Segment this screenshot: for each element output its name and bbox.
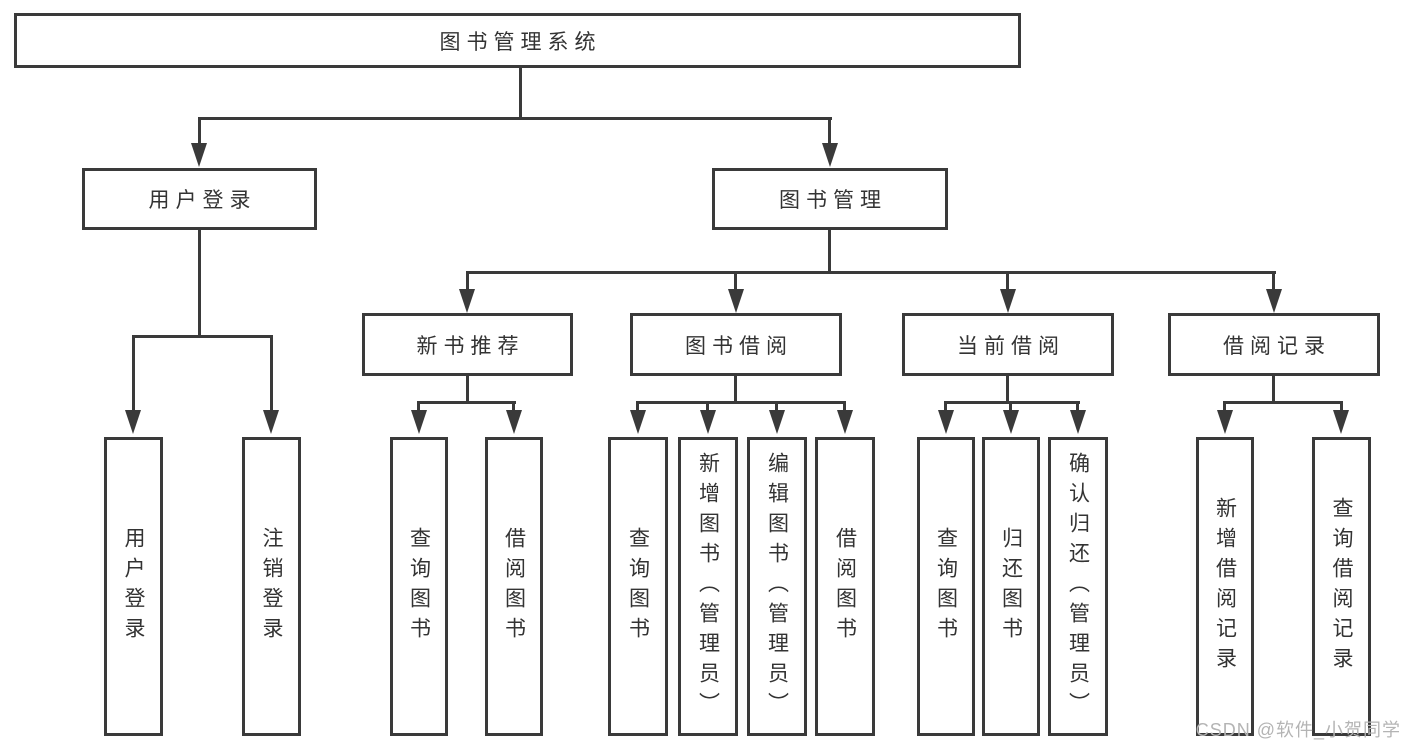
watermark: CSDN @软件_小贺同学 [1195, 720, 1401, 740]
node-user-login: 用户登录 [82, 168, 317, 230]
leaf-label: 查询图书 [626, 526, 650, 647]
connector-line [1340, 401, 1343, 412]
connector-line [706, 401, 709, 412]
connector-line [132, 335, 273, 338]
leaf-add-borrow-record: 新增借阅记录 [1196, 437, 1254, 736]
node-borrow-record: 借阅记录 [1168, 313, 1380, 376]
leaf-borrow-book-recommend: 借阅图书 [485, 437, 543, 736]
node-label: 借阅记录 [1223, 334, 1331, 358]
connector-line [417, 401, 420, 412]
connector-line [636, 401, 639, 412]
connector-line [198, 117, 201, 145]
arrow-down-icon [411, 410, 427, 434]
leaf-label: 查询借阅记录 [1330, 496, 1353, 677]
connector-line [828, 117, 831, 145]
leaf-label: 归还图书 [999, 526, 1023, 647]
connector-line [198, 117, 832, 120]
connector-line [512, 401, 515, 412]
leaf-edit-book-admin: 编辑图书（管理员） [747, 437, 807, 736]
node-label: 图书借阅 [685, 334, 793, 358]
node-current-borrow: 当前借阅 [902, 313, 1114, 376]
leaf-query-book-borrow: 查询图书 [608, 437, 668, 736]
node-label: 新书推荐 [416, 334, 525, 358]
arrow-down-icon [837, 410, 853, 434]
connector-line [1223, 401, 1226, 412]
connector-line [636, 401, 846, 404]
connector-line [734, 376, 737, 404]
leaf-label: 借阅图书 [833, 526, 857, 647]
leaf-label: 新增图书（管理员） [696, 451, 720, 722]
arrow-down-icon [630, 410, 646, 434]
connector-line [1223, 401, 1343, 404]
leaf-label: 借阅图书 [502, 526, 526, 647]
arrow-down-icon [1000, 289, 1016, 313]
leaf-query-book-current: 查询图书 [917, 437, 975, 736]
connector-line [828, 230, 831, 273]
connector-line [1272, 376, 1275, 404]
connector-line [1006, 376, 1009, 404]
connector-line [466, 271, 469, 291]
connector-line [466, 376, 469, 404]
node-book-borrow: 图书借阅 [630, 313, 842, 376]
node-label: 图书管理 [779, 189, 887, 212]
arrow-down-icon [938, 410, 954, 434]
connector-line [1009, 401, 1012, 412]
node-label: 当前借阅 [957, 334, 1065, 358]
arrow-down-icon [191, 143, 207, 167]
leaf-label: 注销登录 [260, 526, 283, 647]
leaf-logout: 注销登录 [242, 437, 301, 736]
connector-line [519, 68, 522, 118]
arrow-down-icon [506, 410, 522, 434]
arrow-down-icon [125, 410, 141, 434]
arrow-down-icon [1266, 289, 1282, 313]
connector-line [466, 271, 1276, 274]
node-label: 用户登录 [148, 189, 257, 212]
leaf-add-book-admin: 新增图书（管理员） [678, 437, 738, 736]
leaf-user-login: 用户登录 [104, 437, 163, 736]
arrow-down-icon [822, 143, 838, 167]
arrow-down-icon [1217, 410, 1233, 434]
arrow-down-icon [769, 410, 785, 434]
leaf-label: 查询图书 [934, 526, 958, 647]
arrow-down-icon [1333, 410, 1349, 434]
leaf-borrow-book: 借阅图书 [815, 437, 875, 736]
leaf-confirm-return-admin: 确认归还（管理员） [1048, 437, 1108, 736]
connector-line [1076, 401, 1079, 412]
leaf-label: 查询图书 [407, 526, 431, 647]
node-root-library-system: 图书管理系统 [14, 13, 1021, 68]
connector-line [198, 230, 201, 337]
connector-line [734, 271, 737, 291]
connector-line [1006, 271, 1009, 291]
leaf-query-borrow-record: 查询借阅记录 [1312, 437, 1371, 736]
node-book-management: 图书管理 [712, 168, 948, 230]
arrow-down-icon [700, 410, 716, 434]
connector-line [132, 335, 135, 412]
arrow-down-icon [728, 289, 744, 313]
arrow-down-icon [263, 410, 279, 434]
connector-line [417, 401, 516, 404]
connector-line [775, 401, 778, 412]
node-label: 图书管理系统 [439, 30, 602, 54]
leaf-label: 新增借阅记录 [1213, 496, 1237, 677]
connector-line [944, 401, 947, 412]
leaf-label: 用户登录 [122, 526, 145, 647]
arrow-down-icon [1003, 410, 1019, 434]
arrow-down-icon [1070, 410, 1086, 434]
leaf-return-book: 归还图书 [982, 437, 1040, 736]
connector-line [944, 401, 1080, 404]
leaf-query-book-recommend: 查询图书 [390, 437, 448, 736]
node-new-book-recommend: 新书推荐 [362, 313, 573, 376]
connector-line [270, 335, 273, 412]
connector-line [1272, 271, 1275, 291]
leaf-label: 编辑图书（管理员） [765, 451, 789, 722]
connector-line [843, 401, 846, 412]
arrow-down-icon [459, 289, 475, 313]
leaf-label: 确认归还（管理员） [1066, 451, 1090, 722]
